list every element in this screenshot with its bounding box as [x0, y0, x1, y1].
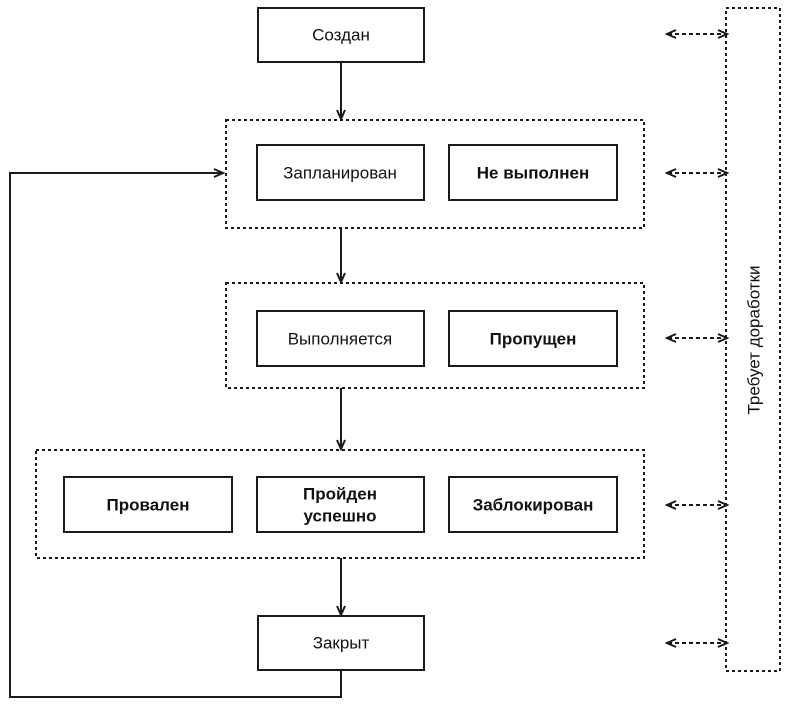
- state-blocked[interactable]: Заблокирован: [448, 476, 618, 533]
- state-failed[interactable]: Провален: [63, 476, 233, 533]
- state-passed-box[interactable]: [256, 476, 425, 533]
- state-in-progress-box[interactable]: [256, 310, 425, 367]
- state-created[interactable]: Создан: [257, 7, 425, 63]
- state-skipped-box[interactable]: [448, 310, 618, 367]
- state-passed-label-line2: успешно: [303, 506, 376, 525]
- state-passed-label-line1: Пройден: [303, 484, 377, 503]
- state-not-executed-label: Не выполнен: [477, 163, 589, 182]
- rework-label: Требует доработки: [744, 265, 763, 414]
- state-passed[interactable]: Пройден успешно: [256, 476, 425, 533]
- state-skipped[interactable]: Пропущен: [448, 310, 618, 367]
- state-failed-box[interactable]: [63, 476, 233, 533]
- state-not-executed[interactable]: Не выполнен: [448, 144, 618, 201]
- group-planned-container: [225, 119, 645, 229]
- state-planned[interactable]: Запланирован: [256, 144, 425, 201]
- state-closed-label: Закрыт: [313, 633, 370, 652]
- state-failed-label: Провален: [107, 495, 190, 514]
- state-in-progress[interactable]: Выполняется: [256, 310, 425, 367]
- state-created-box[interactable]: [257, 7, 425, 63]
- state-blocked-box[interactable]: [448, 476, 618, 533]
- edge-closed-to-planned-loop: [9, 173, 342, 698]
- state-in-progress-label: Выполняется: [288, 329, 393, 348]
- state-created-label: Создан: [312, 25, 370, 44]
- state-closed[interactable]: Закрыт: [257, 615, 425, 671]
- state-closed-box[interactable]: [257, 615, 425, 671]
- group-in-progress-container: [225, 282, 645, 389]
- state-skipped-label: Пропущен: [490, 329, 577, 348]
- state-not-executed-box[interactable]: [448, 144, 618, 201]
- state-planned-label: Запланирован: [283, 163, 397, 182]
- state-planned-box[interactable]: [256, 144, 425, 201]
- rework-container: [725, 7, 781, 672]
- state-blocked-label: Заблокирован: [473, 495, 594, 514]
